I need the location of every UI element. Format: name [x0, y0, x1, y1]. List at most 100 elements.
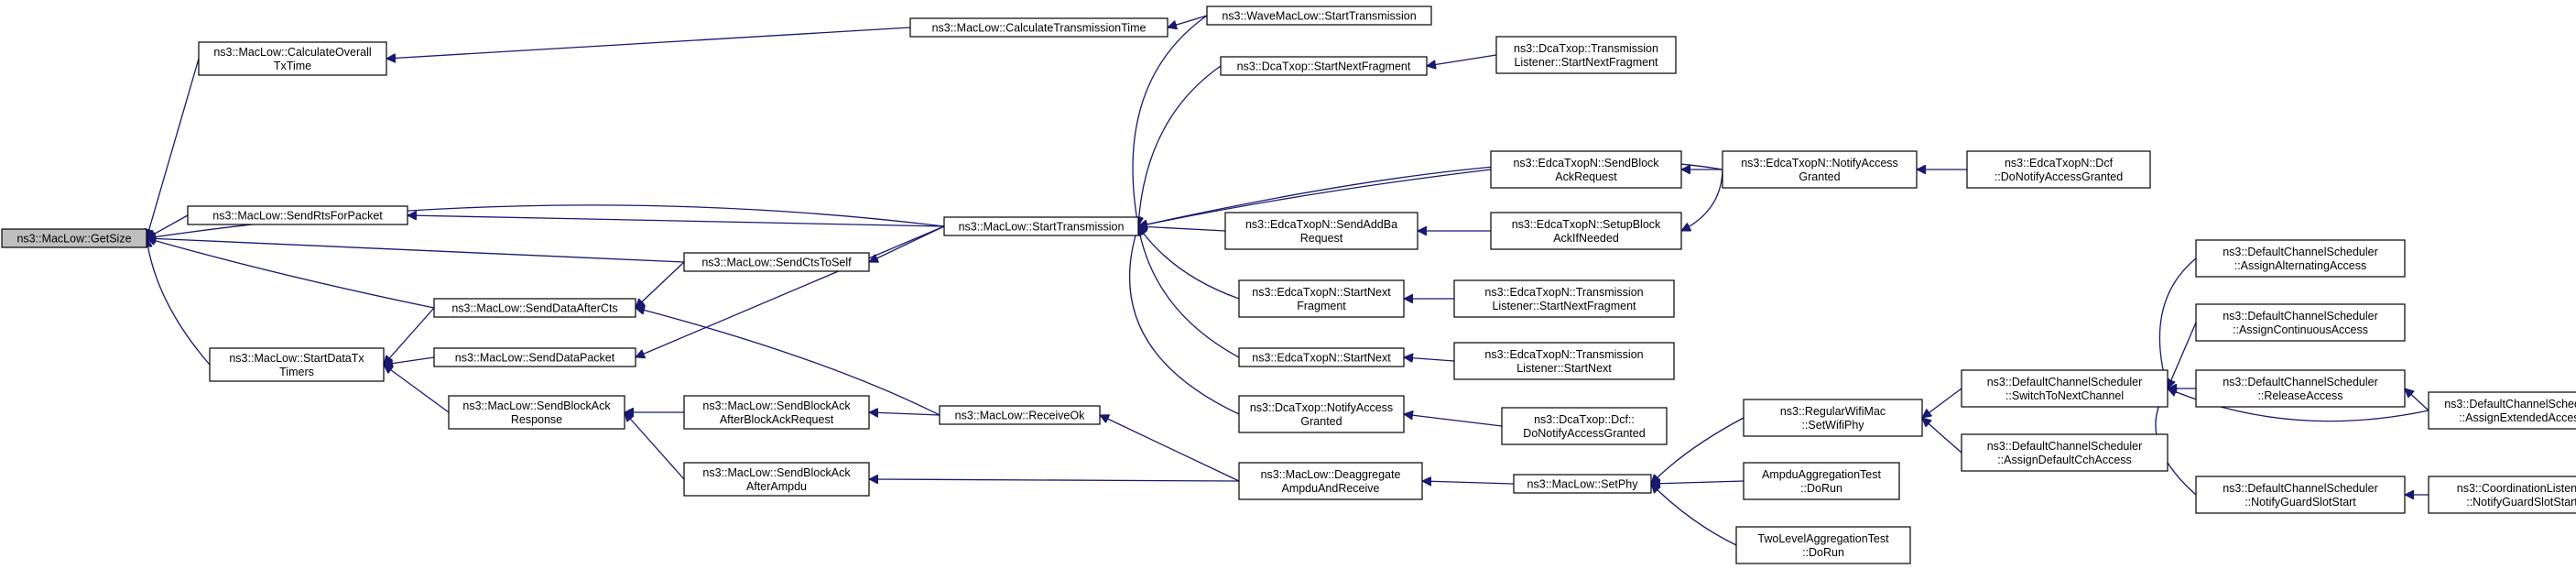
node-label: ns3::DcaTxop::NotifyAccess — [1250, 401, 1393, 414]
node-box — [1966, 150, 2151, 189]
node-edcatlstartnext[interactable]: ns3::EdcaTxopN::TransmissionListener::St… — [1453, 342, 1675, 380]
node-label: ns3::DcaTxop::Dcf:: — [1534, 413, 1635, 426]
node-label: ns3::EdcaTxopN::SendAddBa — [1245, 218, 1397, 231]
node-dcadcfnotify[interactable]: ns3::DcaTxop::Dcf::DoNotifyAccessGranted — [1501, 407, 1668, 445]
node-starttransmission[interactable]: ns3::MacLow::StartTransmission — [943, 216, 1139, 236]
node-sendbaafterbar[interactable]: ns3::MacLow::SendBlockAckAfterBlockAckRe… — [683, 395, 870, 430]
node-label: ::DoNotifyAccessGranted — [1994, 170, 2123, 183]
edge-sendbaafterampdu-to-sendblockackresp — [625, 412, 685, 480]
node-edcastartnextfrag[interactable]: ns3::EdcaTxopN::StartNextFragment — [1238, 279, 1405, 318]
node-label: ::DoRun — [1802, 546, 1844, 559]
edge-switchtonext-to-regularwifimac — [1922, 388, 1962, 418]
node-label: ns3::MacLow::SendBlockAck — [702, 466, 851, 479]
node-setphy[interactable]: ns3::MacLow::SetPhy — [1513, 474, 1652, 494]
node-notifyguard[interactable]: ns3::DefaultChannelScheduler::NotifyGuar… — [2195, 476, 2406, 514]
node-label: ns3::CoordinationListener — [2457, 482, 2576, 495]
node-getsize[interactable]: ns3::MacLow::GetSize — [1, 228, 147, 248]
node-label: ns3::DefaultChannelScheduler — [2223, 246, 2378, 258]
node-ampdutest[interactable]: AmpduAggregationTest::DoRun — [1743, 462, 1900, 500]
node-box — [2428, 391, 2576, 430]
node-switchtonext[interactable]: ns3::DefaultChannelScheduler::SwitchToNe… — [1961, 369, 2168, 408]
node-box — [1513, 474, 1652, 494]
edge-assignalternating-to-switchtonext — [2158, 257, 2197, 388]
node-coordnotifyguard[interactable]: ns3::CoordinationListener::NotifyGuardSl… — [2428, 476, 2576, 514]
node-dcastartnext[interactable]: ns3::DcaTxop::StartNextFragment — [1220, 56, 1428, 76]
node-box — [909, 17, 1168, 38]
node-box — [2195, 303, 2406, 342]
edge-edcasendaddba-to-starttransmission — [1138, 226, 1226, 232]
node-sendcts[interactable]: ns3::MacLow::SendCtsToSelf — [683, 252, 870, 272]
node-edcatlstartnextfrag[interactable]: ns3::EdcaTxopN::TransmissionListener::St… — [1453, 279, 1675, 318]
node-dcatlstartnext[interactable]: ns3::DcaTxop::TransmissionListener::Star… — [1495, 36, 1677, 74]
node-label: ::AssignAlternatingAccess — [2234, 259, 2367, 272]
edge-senddataaftercts-to-startdatatx — [384, 307, 435, 365]
edge-dcatlstartnext-to-dcastartnext — [1427, 54, 1497, 66]
node-wavestart[interactable]: ns3::WaveMacLow::StartTransmission — [1206, 5, 1432, 26]
edge-wavestart-to-starttransmission — [1133, 15, 1208, 226]
node-box — [2428, 476, 2576, 514]
node-box — [1743, 399, 1923, 437]
node-box — [1722, 150, 1918, 189]
node-label: ns3::MacLow::StartTransmission — [959, 221, 1125, 234]
edge-dcastartnext-to-starttransmission — [1138, 65, 1222, 226]
edge-senddatapacket-to-startdatatx — [384, 356, 435, 365]
node-edcanotify[interactable]: ns3::EdcaTxopN::NotifyAccessGranted — [1722, 150, 1918, 189]
node-label: ns3::WaveMacLow::StartTransmission — [1222, 10, 1416, 23]
edge-edcasendbar-to-starttransmission — [1138, 169, 1492, 226]
edge-wavestart-to-calctxtime — [1168, 15, 1208, 27]
node-box — [1453, 279, 1675, 318]
node-twoleveltest[interactable]: TwoLevelAggregationTest::DoRun — [1735, 526, 1911, 564]
node-label: ns3::EdcaTxopN::SetupBlock — [1512, 218, 1661, 231]
node-box — [683, 395, 870, 430]
node-label: Granted — [1799, 170, 1840, 183]
node-assignalternating[interactable]: ns3::DefaultChannelScheduler::AssignAlte… — [2195, 239, 2406, 278]
node-sendrts[interactable]: ns3::MacLow::SendRtsForPacket — [187, 205, 408, 225]
node-regularwifimac[interactable]: ns3::RegularWifiMac::SetWifiPhy — [1743, 399, 1923, 437]
node-box — [1735, 526, 1911, 564]
edge-edcastartnextfrag-to-starttransmission — [1138, 226, 1240, 300]
node-senddataaftercts[interactable]: ns3::MacLow::SendDataAfterCts — [433, 298, 636, 318]
node-label: ns3::MacLow::SendBlockAck — [462, 399, 611, 412]
node-assigncontinuous[interactable]: ns3::DefaultChannelScheduler::AssignCont… — [2195, 303, 2406, 342]
node-label: ::AssignDefaultCchAccess — [1997, 454, 2132, 466]
node-label: ns3::MacLow::SendBlockAck — [702, 399, 851, 412]
edge-assigncontinuous-to-switchtonext — [2168, 322, 2197, 388]
edge-dcanotify-to-starttransmission — [1128, 226, 1240, 415]
node-box — [1495, 36, 1677, 74]
node-edcastartnext[interactable]: ns3::EdcaTxopN::StartNext — [1238, 347, 1405, 367]
node-box — [1961, 433, 2168, 472]
node-box — [683, 252, 870, 272]
node-dcanotify[interactable]: ns3::DcaTxop::NotifyAccessGranted — [1238, 395, 1405, 433]
node-assignextended[interactable]: ns3::DefaultChannelScheduler::AssignExte… — [2428, 391, 2576, 430]
node-edcadcfnotify[interactable]: ns3::EdcaTxopN::Dcf::DoNotifyAccessGrant… — [1966, 150, 2151, 189]
node-label: ns3::MacLow::Deaggregate — [1261, 468, 1401, 481]
node-label: ::ReleaseAccess — [2257, 389, 2342, 402]
node-releaseaccess[interactable]: ns3::DefaultChannelScheduler::ReleaseAcc… — [2195, 369, 2406, 408]
node-box — [1490, 212, 1682, 250]
node-box — [1224, 212, 1418, 250]
node-senddatapacket[interactable]: ns3::MacLow::SendDataPacket — [433, 347, 636, 367]
node-label: ns3::EdcaTxopN::Transmission — [1484, 348, 1643, 361]
node-calctxtime[interactable]: ns3::MacLow::CalculateTransmissionTime — [909, 17, 1168, 38]
edge-starttransmission-to-sendrts — [408, 215, 945, 227]
node-label: ns3::MacLow::ReceiveOk — [955, 410, 1085, 422]
node-label: ns3::DefaultChannelScheduler — [2223, 310, 2378, 323]
node-label: TxTime — [274, 60, 311, 72]
node-assigndefaultcch[interactable]: ns3::DefaultChannelScheduler::AssignDefa… — [1961, 433, 2168, 472]
edge-sendblockackresp-to-startdatatx — [384, 365, 450, 413]
node-box — [1501, 407, 1668, 445]
node-label: ns3::DcaTxop::Transmission — [1514, 42, 1658, 55]
edge-setphy-to-deaggregate — [1422, 481, 1515, 484]
node-box — [1238, 395, 1405, 433]
node-receiveok[interactable]: ns3::MacLow::ReceiveOk — [939, 405, 1101, 425]
node-label: ::SwitchToNextChannel — [2005, 389, 2124, 402]
